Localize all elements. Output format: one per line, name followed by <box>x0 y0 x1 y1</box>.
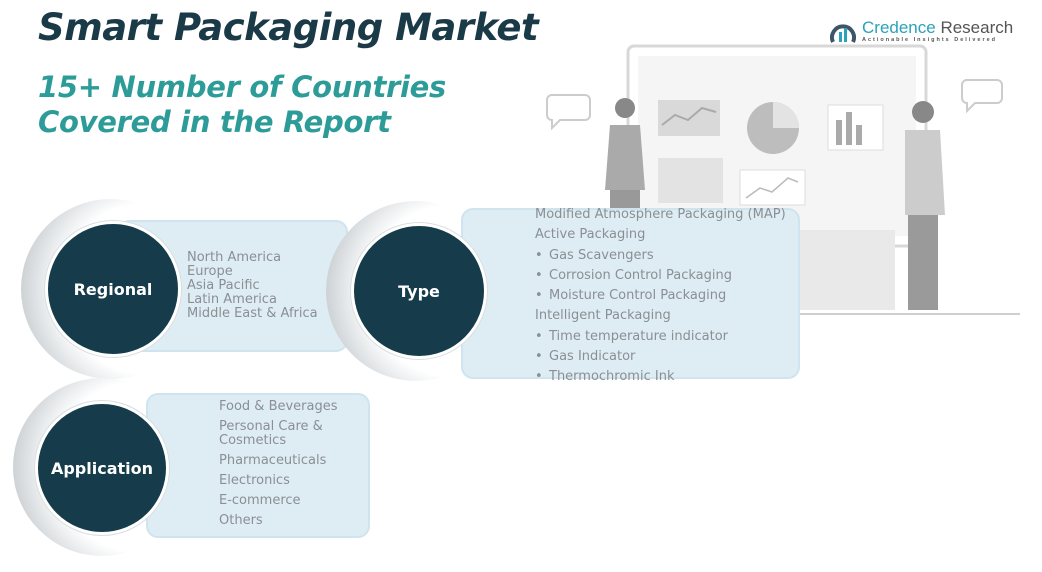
type-circle: Type <box>351 223 487 359</box>
type-list: Modified Atmosphere Packaging (MAP) Acti… <box>535 205 786 388</box>
list-item: Pharmaceuticals <box>219 453 327 468</box>
list-item: Food & Beverages <box>219 399 338 414</box>
logo-icon <box>830 24 856 43</box>
list-item: Personal Care & Cosmetics <box>219 419 323 448</box>
subtitle: 15+ Number of Countries Covered in the R… <box>38 70 446 140</box>
application-label: Application <box>50 458 154 478</box>
list-item: Gas Scavengers <box>535 246 786 266</box>
list-item: Asia Pacific <box>187 278 260 293</box>
man-figure-icon <box>905 101 945 310</box>
list-item: Others <box>219 513 263 528</box>
subtitle-line-1: 15+ Number of Countries <box>38 70 446 104</box>
application-list: Food & Beverages Personal Care & Cosmeti… <box>219 400 338 528</box>
list-item: Gas Indicator <box>535 347 786 367</box>
list-item: North America <box>187 250 282 265</box>
list-item: Time temperature indicator <box>535 327 786 347</box>
list-item: Thermochromic Ink <box>535 367 786 387</box>
speech-bubble-icon <box>546 94 591 131</box>
list-item: Europe <box>187 264 233 279</box>
speech-bubble-icon <box>961 79 1003 114</box>
list-item: Active Packaging <box>535 227 646 243</box>
list-item: Electronics <box>219 473 290 488</box>
subtitle-line-2: Covered in the Report <box>38 105 391 139</box>
logo-tagline: Actionable Insights Delivered <box>862 37 998 43</box>
list-item: Moisture Control Packaging <box>535 286 786 306</box>
regional-list: North America Europe Asia Pacific Latin … <box>187 251 318 321</box>
logo-name-2: Research <box>935 18 1014 37</box>
page-title: Smart Packaging Market <box>38 6 539 49</box>
type-label: Type <box>398 281 440 301</box>
list-item: Latin America <box>187 292 277 307</box>
logo-name-1: Credence <box>862 18 936 37</box>
application-box <box>146 393 370 538</box>
regional-label: Regional <box>73 279 153 299</box>
regional-circle: Regional <box>45 221 181 357</box>
list-item: Corrosion Control Packaging <box>535 266 786 286</box>
list-item: Modified Atmosphere Packaging (MAP) <box>535 207 786 222</box>
list-item: Intelligent Packaging <box>535 308 671 324</box>
list-item: Middle East & Africa <box>187 306 318 321</box>
list-item: E-commerce <box>219 493 301 508</box>
credence-research-logo: Credence Research Actionable Insights De… <box>830 18 1013 44</box>
application-circle: Application <box>35 401 169 535</box>
